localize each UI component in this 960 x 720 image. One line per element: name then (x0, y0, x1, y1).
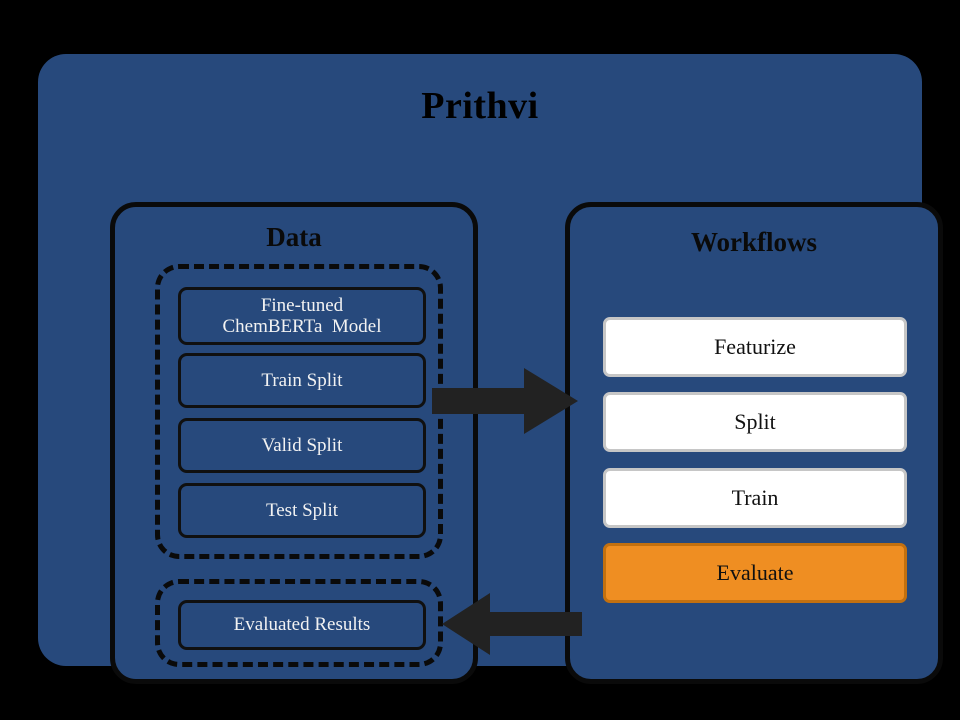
data-item-test-split[interactable]: Test Split (178, 483, 426, 538)
data-splits-group: Fine-tuned ChemBERTa Model Train Split V… (155, 264, 443, 559)
workflows-panel: Workflows Featurize Split Train Evaluate (565, 202, 943, 684)
data-item-valid-split[interactable]: Valid Split (178, 418, 426, 473)
data-panel: Data Fine-tuned ChemBERTa Model Train Sp… (110, 202, 478, 684)
arrow-left-icon (442, 593, 582, 655)
workflow-step-evaluate[interactable]: Evaluate (603, 543, 907, 603)
page-title: Prithvi (421, 85, 539, 127)
prithvi-panel: Prithvi Data Fine-tuned ChemBERTa Model … (38, 54, 943, 684)
arrow-right-icon (432, 368, 578, 434)
workflow-step-train[interactable]: Train (603, 468, 907, 528)
workflow-step-featurize[interactable]: Featurize (603, 317, 907, 377)
data-panel-title: Data (266, 222, 322, 252)
workflow-step-split[interactable]: Split (603, 392, 907, 452)
data-item-train-split[interactable]: Train Split (178, 353, 426, 408)
data-item-evaluated-results[interactable]: Evaluated Results (178, 600, 426, 650)
data-results-group: Evaluated Results (155, 579, 443, 667)
workflows-panel-title: Workflows (690, 227, 817, 257)
data-item-model[interactable]: Fine-tuned ChemBERTa Model (178, 287, 426, 345)
